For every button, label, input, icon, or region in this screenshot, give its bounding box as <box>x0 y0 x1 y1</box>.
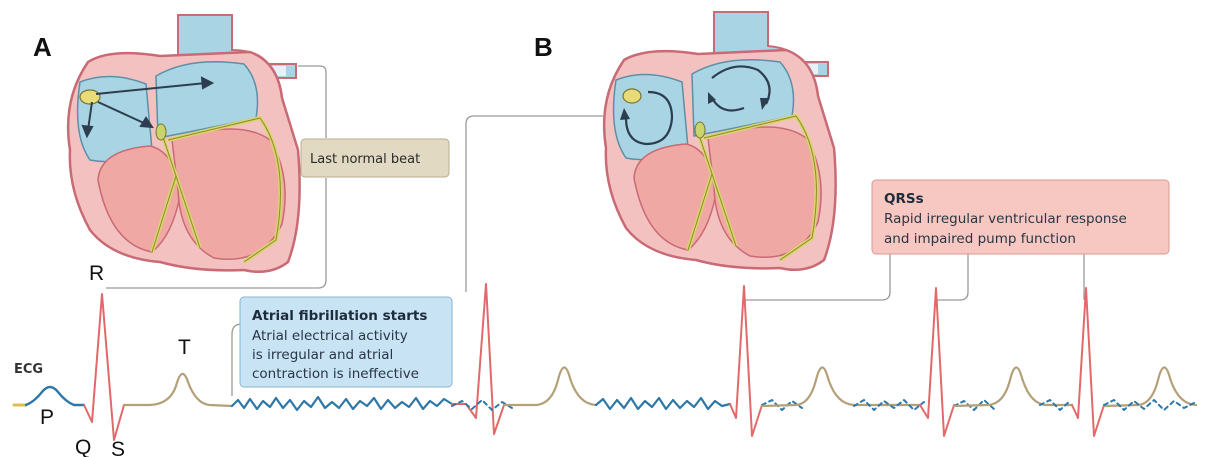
last-normal-beat-label: Last normal beat <box>310 152 420 167</box>
wave-label-r: R <box>89 262 104 285</box>
last-normal-beat-callout: Last normal beat <box>301 139 449 177</box>
af-callout-title: Atrial fibrillation starts <box>252 308 427 324</box>
wave-label-p: P <box>40 406 54 429</box>
af-callout: Atrial fibrillation starts Atrial electr… <box>240 297 452 387</box>
qrs-callout-title: QRSs <box>884 191 924 207</box>
qrs-callout: QRSs Rapid irregular ventricular respons… <box>872 180 1169 254</box>
ecg-trace <box>14 284 1196 440</box>
af-callout-line-1: Atrial electrical activity <box>252 328 408 344</box>
qrs-callout-line-2: and impaired pump function <box>884 231 1076 247</box>
panel-a-label: A <box>33 32 52 62</box>
panel-b-label: B <box>534 32 553 62</box>
ecg-label: ECG <box>14 362 43 377</box>
wave-label-t: T <box>178 336 191 359</box>
wave-label-q: Q <box>75 436 91 457</box>
qrs-callout-line-1: Rapid irregular ventricular response <box>884 211 1127 227</box>
heart-fibrillation-icon <box>604 12 836 270</box>
af-callout-line-2: is irregular and atrial <box>252 347 393 363</box>
wave-label-s: S <box>111 438 125 457</box>
af-callout-line-3: contraction is ineffective <box>252 366 419 382</box>
heart-normal-icon <box>68 15 300 272</box>
